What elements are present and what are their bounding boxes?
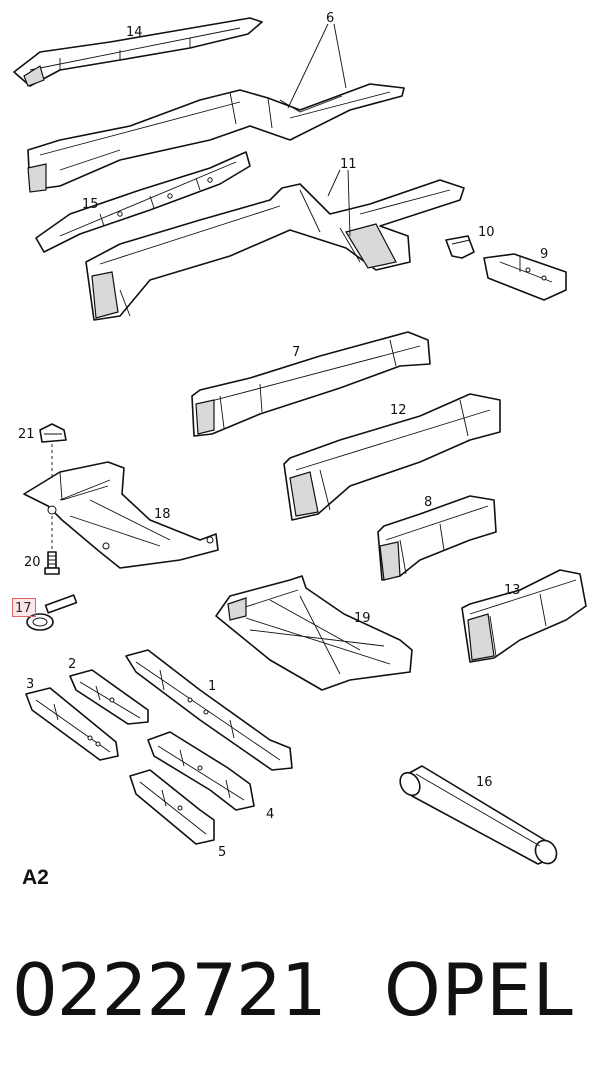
part-7 <box>191 331 431 437</box>
part-16 <box>399 765 558 865</box>
callout-label: 1 <box>208 679 216 694</box>
part-12 <box>283 393 501 521</box>
part-number: 0222721 <box>12 948 327 1032</box>
callout-label: 14 <box>126 25 143 40</box>
part-2 <box>69 669 149 725</box>
callout-label: 13 <box>504 583 521 598</box>
part-17 <box>26 594 78 631</box>
part-15 <box>35 151 251 253</box>
callout-label: 6 <box>326 11 334 26</box>
diagram-code: A2 <box>22 866 49 889</box>
callout-label: 18 <box>154 507 171 522</box>
callout-label: 10 <box>478 225 495 240</box>
part-13 <box>461 569 587 663</box>
part-4 <box>147 731 255 811</box>
callout-label: 7 <box>292 345 300 360</box>
part-8 <box>377 495 497 581</box>
callout-label: 11 <box>340 157 357 172</box>
callout-label: 16 <box>476 775 493 790</box>
callout-labels: 14 6 11 15 10 9 7 21 12 18 8 20 17 19 13… <box>15 11 548 860</box>
exploded-parts-diagram: 14 6 11 15 10 9 7 21 12 18 8 20 17 19 13… <box>13 11 587 865</box>
part-18 <box>23 461 219 569</box>
part-5 <box>129 769 215 845</box>
brand-name: OPEL <box>384 948 574 1032</box>
callout-label: 2 <box>68 657 76 672</box>
highlighted-callout-box <box>12 598 36 617</box>
callout-label: 5 <box>218 845 226 860</box>
callout-label: 19 <box>354 611 371 626</box>
callout-label: 3 <box>26 677 34 692</box>
part-14 <box>13 17 263 87</box>
callout-label: 15 <box>82 197 99 212</box>
part-19 <box>215 575 413 691</box>
callout-label: 17 <box>15 601 32 616</box>
callout-label: 12 <box>390 403 407 418</box>
part-9 <box>483 253 567 301</box>
part-11 <box>85 179 465 321</box>
part-10 <box>445 235 475 259</box>
part-20 <box>44 516 60 575</box>
callout-label: 21 <box>18 427 35 442</box>
callout-label: 4 <box>266 807 274 822</box>
leader-lines <box>287 23 351 237</box>
part-3 <box>25 687 119 761</box>
callout-label: 9 <box>540 247 548 262</box>
part-1 <box>125 649 293 771</box>
part-21 <box>39 423 67 506</box>
callout-label: 20 <box>24 555 41 570</box>
part-6 <box>27 83 405 193</box>
callout-label: 8 <box>424 495 432 510</box>
